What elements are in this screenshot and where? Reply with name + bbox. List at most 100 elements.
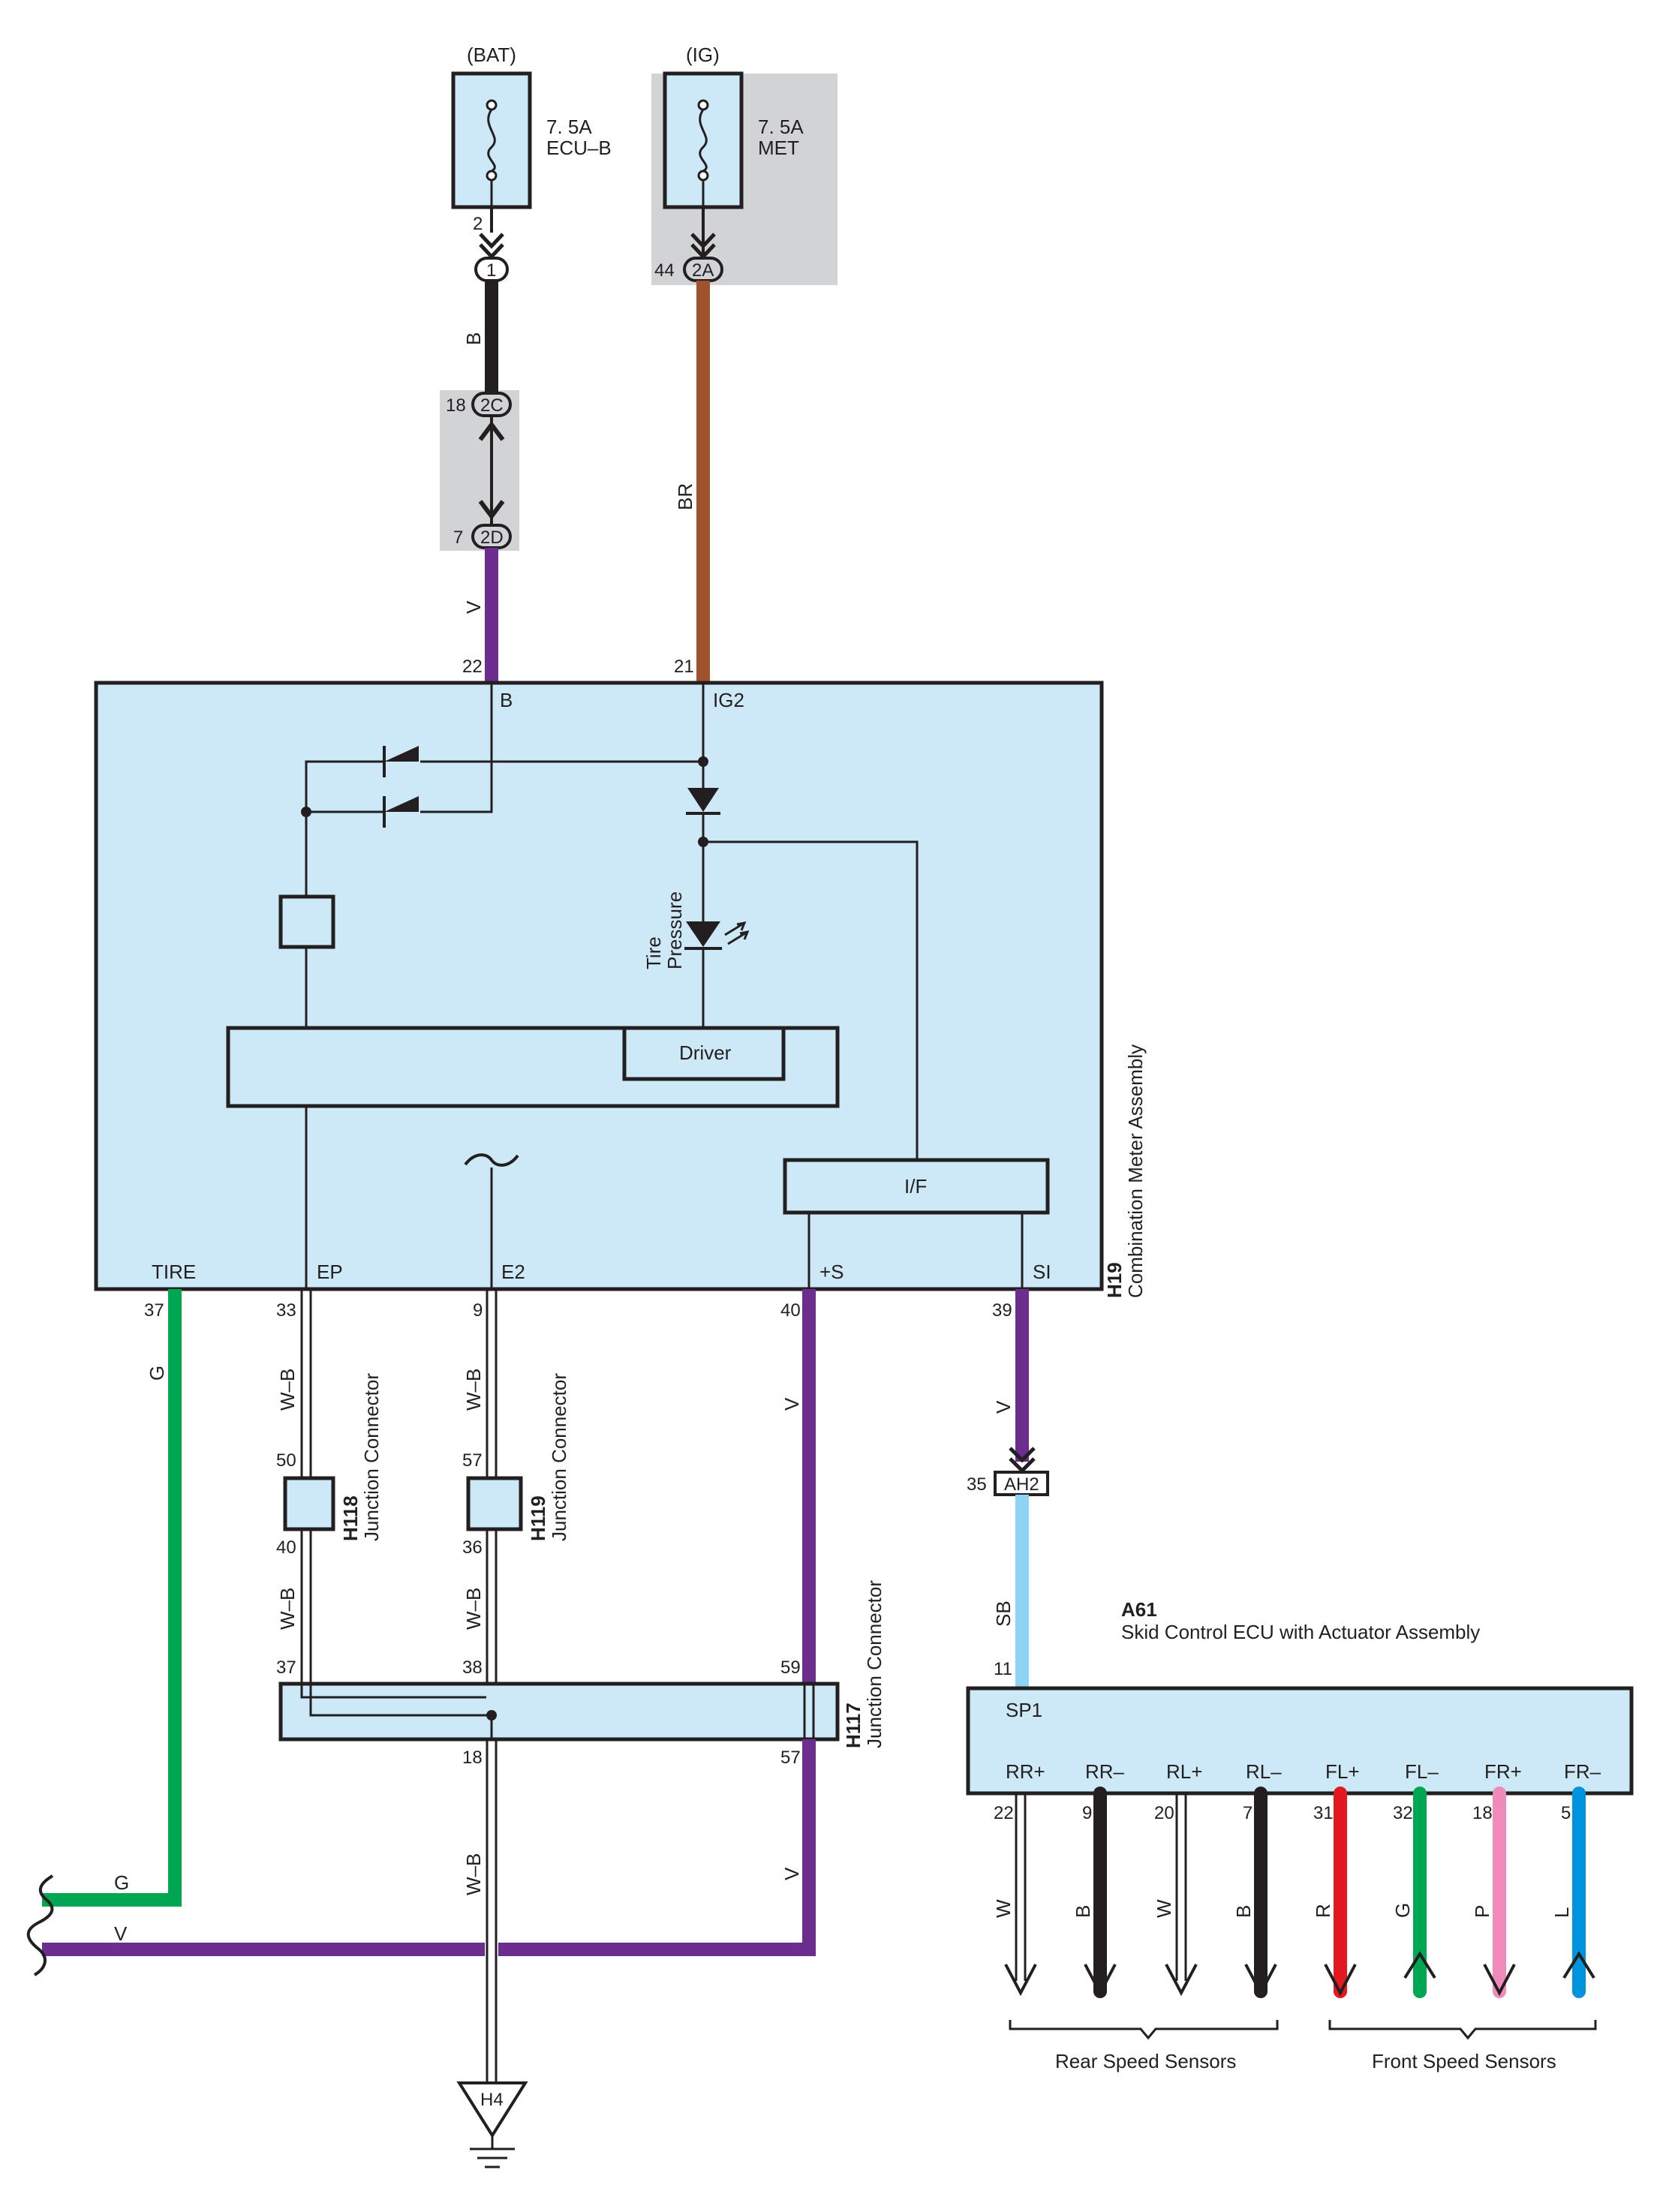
meter-pin-tire-num: 37 <box>144 1300 164 1321</box>
meter-internal-circuit <box>305 683 1024 1289</box>
wire-v-label-s: V <box>780 1397 803 1411</box>
ecu-pin-number: 9 <box>1082 1803 1092 1823</box>
wire-color-label: W <box>1153 1899 1175 1918</box>
connector-1-label: 1 <box>486 260 496 281</box>
meter-pin-ep-num: 33 <box>276 1300 296 1321</box>
ecu-pin-label: RR– <box>1085 1760 1125 1783</box>
wire-color-label: B <box>1232 1905 1255 1918</box>
connector-2c-pin: 18 <box>446 395 466 416</box>
wire-g-label: G <box>146 1366 168 1381</box>
wire-wb-label-5: W–B <box>462 1853 485 1895</box>
front-sensors-bracket <box>1328 2020 1597 2040</box>
connector-2c-label: 2C <box>480 395 504 416</box>
arrow-down-icon <box>1165 1964 1198 1997</box>
connector-ah2-label: AH2 <box>1004 1474 1039 1495</box>
meter-pin-tire-label: TIRE <box>152 1261 196 1283</box>
fuse-ecu-b-rating: 7. 5A <box>546 116 592 138</box>
ig-label: (IG) <box>686 44 720 66</box>
diode-icon <box>384 796 419 828</box>
diode-icon <box>687 788 719 812</box>
ecu-pin-flminus: FL–32G <box>1391 1760 1439 1998</box>
fuse-ecu-b <box>451 71 532 209</box>
connector-ah2-box <box>994 1471 1049 1496</box>
if-box <box>783 1158 1050 1215</box>
ecu-pin-number: 31 <box>1313 1803 1334 1823</box>
ecu-pin-number: 5 <box>1561 1803 1571 1823</box>
h118-id: H118 <box>339 1495 362 1541</box>
offpage-v-label: V <box>114 1922 128 1945</box>
ecu-sp1-num: 11 <box>994 1659 1012 1679</box>
ecu-sp1-label: SP1 <box>1006 1699 1042 1721</box>
wire-color-label: W <box>992 1899 1015 1918</box>
wire-color-label: R <box>1312 1904 1334 1918</box>
meter-pin-e2-label: E2 <box>501 1261 525 1283</box>
connector-2a-label: 2A <box>692 260 714 281</box>
h119-name: Junction Connector <box>548 1373 570 1541</box>
h117-id: H117 <box>842 1703 865 1748</box>
fuse-ecu-b-pin: 2 <box>473 214 483 234</box>
diode-icon <box>384 746 419 777</box>
ecu-pin-group: RR+22WRR–9BRL+20WRL–7BFL+31RFL–32GFR+18P… <box>992 1760 1601 1998</box>
meter-pin-ep-label: EP <box>317 1261 343 1283</box>
wire-br-label: BR <box>674 483 696 510</box>
meter-pin-b-label: B <box>500 689 513 711</box>
junction-h119-box <box>466 1476 523 1531</box>
ecu-pin-frplus: FR+18P <box>1471 1760 1522 1998</box>
junction-h117-box <box>278 1682 840 1742</box>
meter-id: H19 <box>1103 1262 1126 1298</box>
connector-ah2-pin: 35 <box>967 1474 987 1495</box>
h117-name: Junction Connector <box>863 1580 886 1748</box>
h117-pin-59: 59 <box>780 1657 801 1678</box>
light-rays-icon <box>724 921 750 945</box>
fuse-met-name: MET <box>758 137 799 159</box>
rear-sensors-label: Rear Speed Sensors <box>1055 2050 1236 2072</box>
wire-b-label: B <box>462 332 485 345</box>
wire-v-label-top: V <box>462 600 485 614</box>
ecu-pin-label: RL+ <box>1166 1760 1202 1783</box>
fuse-met <box>663 71 744 209</box>
h119-pin-top: 57 <box>462 1450 483 1471</box>
wire-color-label: B <box>1072 1905 1094 1918</box>
h119-id: H119 <box>527 1495 549 1541</box>
h119-pin-bottom: 36 <box>462 1537 483 1558</box>
h117-pin-38: 38 <box>462 1657 483 1678</box>
junction-2c-2d-shade <box>440 390 519 551</box>
arrow-down-icon <box>1004 1964 1037 1997</box>
bat-label: (BAT) <box>467 44 516 66</box>
connector-2d-label: 2D <box>480 527 504 548</box>
meter-relay-box <box>278 894 335 949</box>
ecu-id: A61 <box>1121 1598 1157 1621</box>
wire-wb-e2 <box>486 1289 498 2083</box>
junction-h118-box <box>283 1476 335 1531</box>
wire-v-label-si: V <box>992 1400 1015 1414</box>
ecu-pin-flplus: FL+ 31R <box>1312 1760 1360 1998</box>
rear-sensors-bracket <box>1009 2020 1279 2040</box>
front-sensors-label: Front Speed Sensors <box>1372 2050 1556 2072</box>
ecu-pin-label: FL+ <box>1325 1760 1360 1783</box>
ecu-pin-label: FR– <box>1564 1760 1601 1783</box>
h118-name: Junction Connector <box>360 1373 383 1541</box>
ecu-pin-rlminus: RL–7B <box>1232 1760 1282 1998</box>
meter-pin-ig2-num: 21 <box>674 657 694 677</box>
ecu-pin-label: RR+ <box>1006 1760 1045 1783</box>
meter-name: Combination Meter Assembly <box>1124 1044 1147 1298</box>
ecu-pin-label: FL– <box>1405 1760 1439 1783</box>
h117-pin-37: 37 <box>276 1657 296 1678</box>
wire-g-green <box>42 1289 182 1907</box>
meter-pin-e2-num: 9 <box>473 1300 483 1321</box>
double-arrow-icon <box>478 421 505 520</box>
wire-sb-label: SB <box>992 1600 1015 1627</box>
meter-pin-s-num: 40 <box>780 1300 801 1321</box>
arrow-down-icon <box>1324 1964 1357 1997</box>
ecu-pin-number: 18 <box>1472 1803 1493 1823</box>
wire-color-label: G <box>1391 1903 1414 1918</box>
ecu-name: Skid Control ECU with Actuator Assembly <box>1121 1621 1480 1643</box>
wire-wb-label-4: W–B <box>462 1588 485 1630</box>
ground-h4-triangle <box>456 2081 528 2138</box>
meter-pin-ig2-label: IG2 <box>713 689 744 711</box>
meter-pin-si-num: 39 <box>992 1300 1012 1321</box>
connector-2d-pin: 7 <box>453 527 463 548</box>
break-mark-icon <box>26 1874 54 1976</box>
wire-color-label: L <box>1550 1907 1573 1918</box>
